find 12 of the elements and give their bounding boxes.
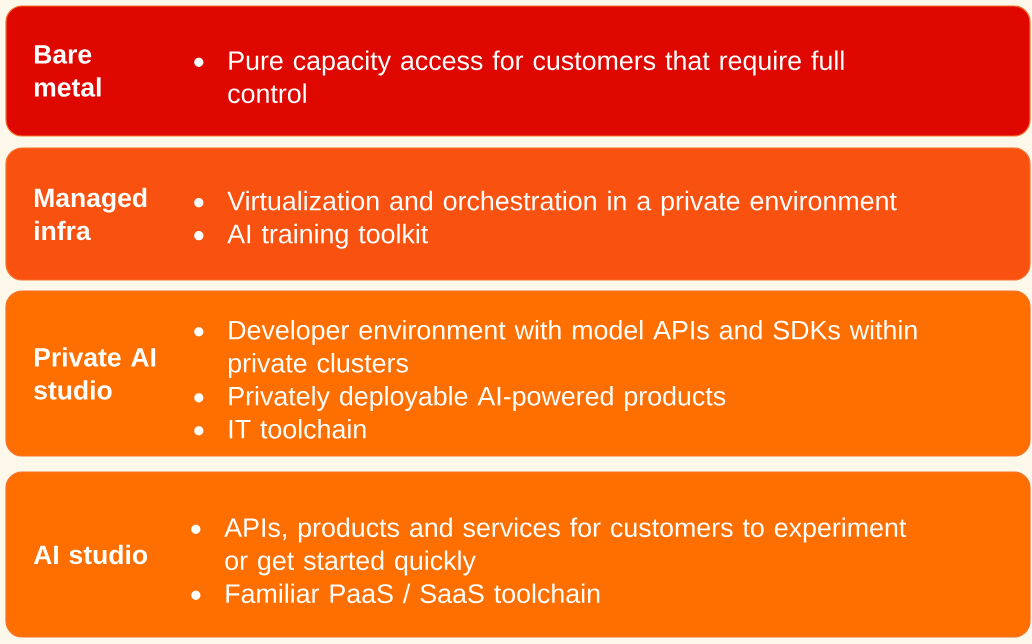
bullet-item: Familiar PaaS / SaaS toolchain bbox=[191, 583, 600, 604]
band-heading: Managed infra bbox=[35, 187, 147, 241]
bullet-item: APIs, products and services for customers to experiment or get started quickly bbox=[191, 517, 907, 576]
bullet-item: IT toolchain bbox=[194, 418, 366, 439]
bullet-item: Privately deployable AI-powered products bbox=[194, 385, 726, 411]
band-heading: AI studio bbox=[33, 544, 147, 565]
bullet-item: Pure capacity access for customers that require full control bbox=[194, 50, 844, 104]
bullet-item: Developer environment with model APIs and SDKs within private clusters bbox=[194, 319, 917, 378]
band-heading: Private AI studio bbox=[34, 347, 156, 400]
bullet-item: Virtualization and orchestration in a private environment bbox=[194, 190, 897, 216]
bullet-item: AI training toolkit bbox=[194, 223, 429, 249]
band-heading: Bare metal bbox=[34, 45, 101, 97]
